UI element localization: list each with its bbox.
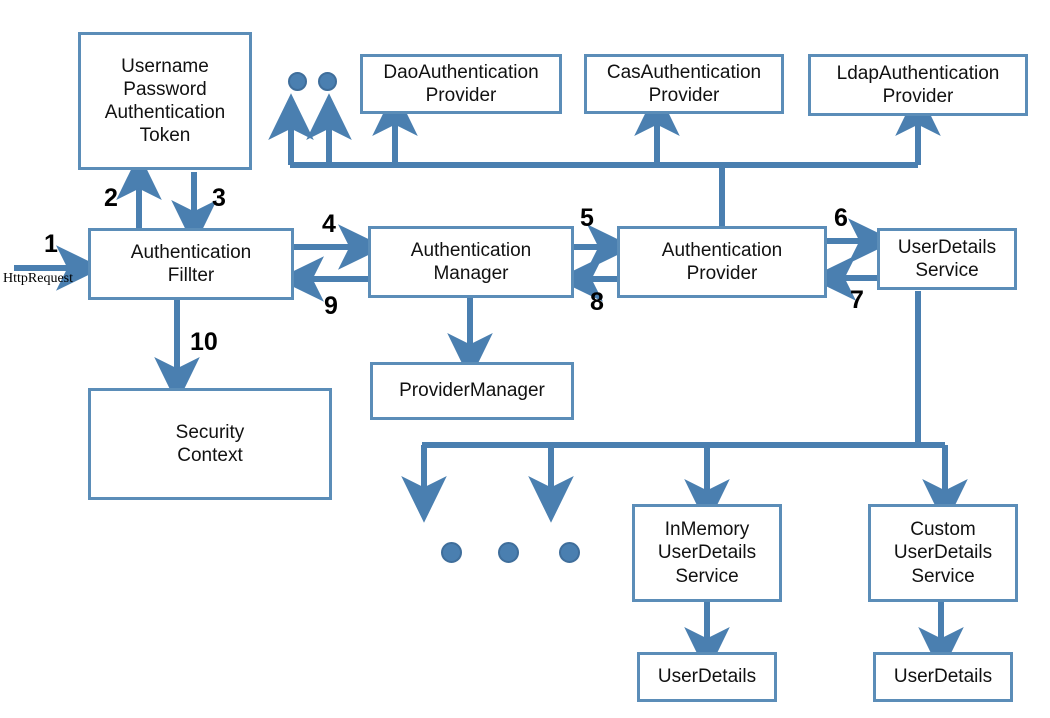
node-provider-manager[interactable]: ProviderManager <box>370 362 574 420</box>
node-inmemory-userdetails-service[interactable]: InMemory UserDetails Service <box>632 504 782 602</box>
userdetails-service-ellipsis-dot-3 <box>559 542 580 563</box>
step-label-2: 2 <box>104 184 118 212</box>
step-label-7: 7 <box>850 286 864 314</box>
userdetails-service-ellipsis-dot-2 <box>498 542 519 563</box>
step-label-9: 9 <box>324 292 338 320</box>
node-custom-userdetails-service[interactable]: Custom UserDetails Service <box>868 504 1018 602</box>
step-label-8: 8 <box>590 288 604 316</box>
provider-ellipsis-dot-1 <box>288 72 307 91</box>
node-dao-authentication-provider[interactable]: DaoAuthentication Provider <box>360 54 562 114</box>
node-security-context[interactable]: Security Context <box>88 388 332 500</box>
node-ldap-authentication-provider[interactable]: LdapAuthentication Provider <box>808 54 1028 116</box>
step-label-3: 3 <box>212 184 226 212</box>
node-userdetails-custom[interactable]: UserDetails <box>873 652 1013 702</box>
node-authentication-filter[interactable]: Authentication Fillter <box>88 228 294 300</box>
provider-ellipsis-dot-2 <box>318 72 337 91</box>
edge-label-http-request: HttpRequest <box>3 271 73 286</box>
node-userdetails-inmemory[interactable]: UserDetails <box>637 652 777 702</box>
node-cas-authentication-provider[interactable]: CasAuthentication Provider <box>584 54 784 114</box>
node-userdetails-service[interactable]: UserDetails Service <box>877 228 1017 290</box>
step-label-10: 10 <box>190 328 218 356</box>
step-label-6: 6 <box>834 204 848 232</box>
node-authentication-provider[interactable]: Authentication Provider <box>617 226 827 298</box>
step-label-4: 4 <box>322 210 336 238</box>
node-username-password-authentication-token[interactable]: Username Password Authentication Token <box>78 32 252 170</box>
node-authentication-manager[interactable]: Authentication Manager <box>368 226 574 298</box>
step-label-1: 1 <box>44 230 58 258</box>
userdetails-service-ellipsis-dot-1 <box>441 542 462 563</box>
step-label-5: 5 <box>580 204 594 232</box>
